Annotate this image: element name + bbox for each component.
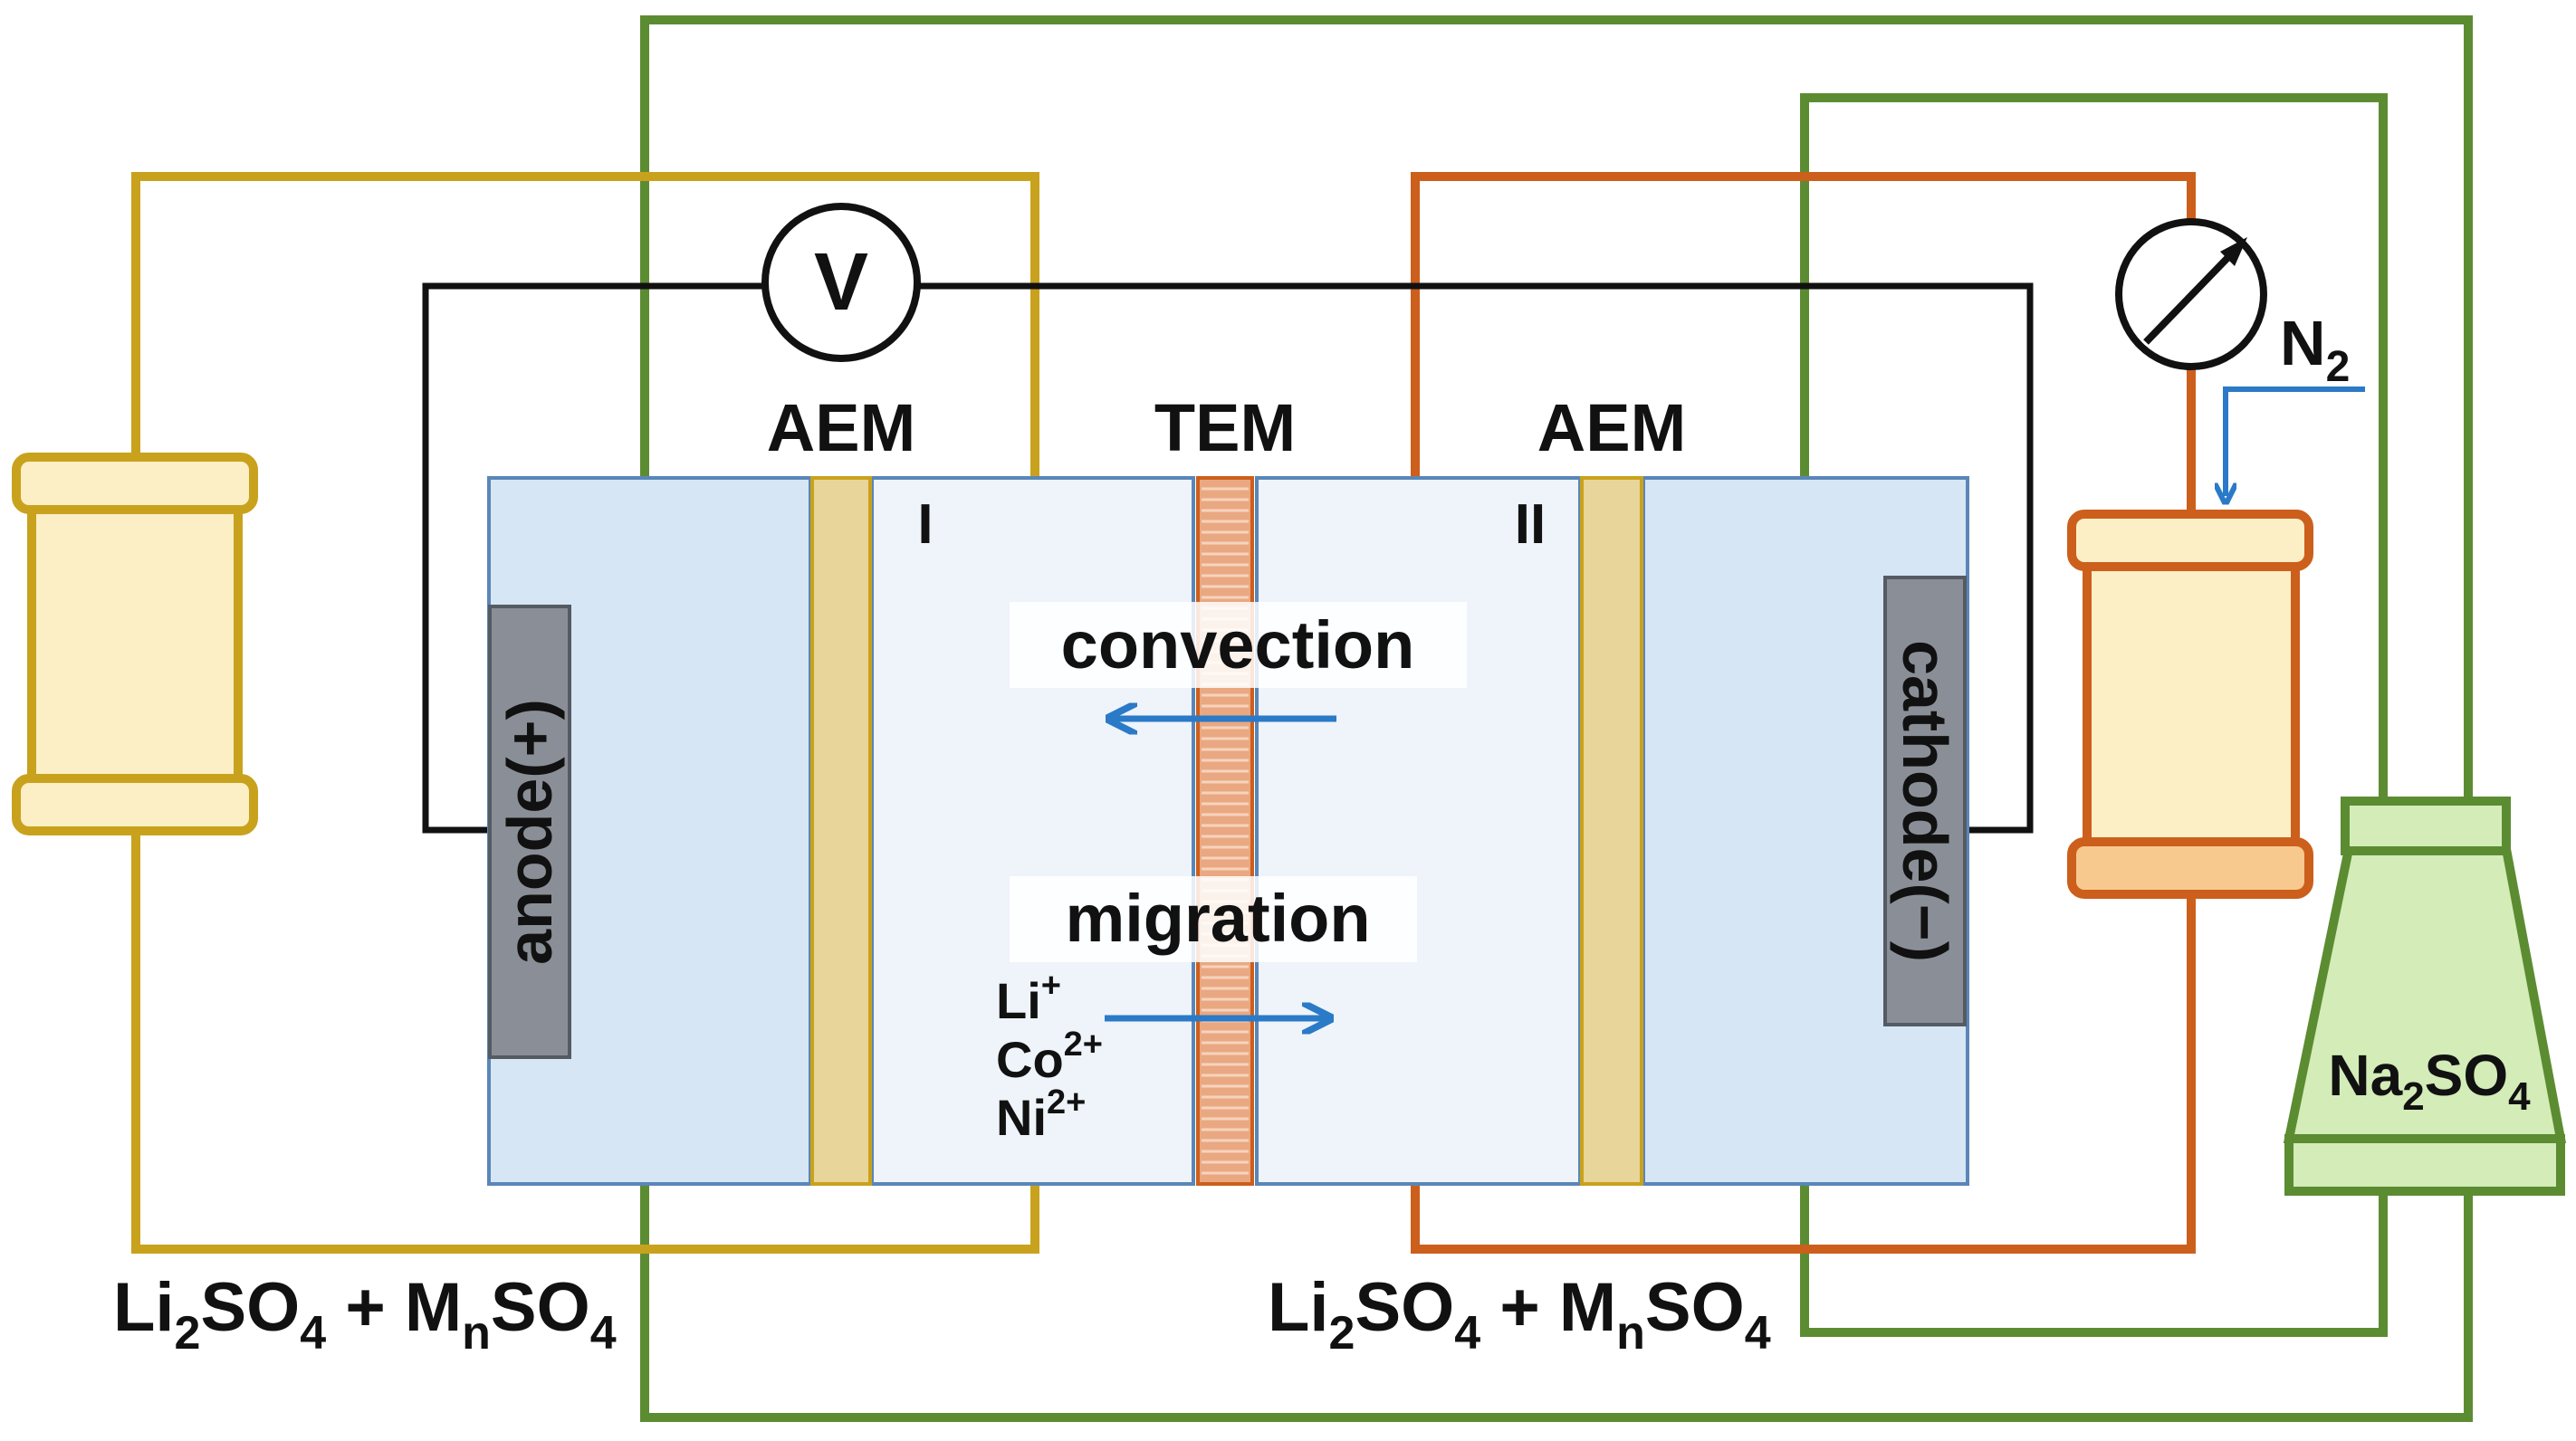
anode-electrode — [488, 605, 571, 1059]
circuit-wire-right — [917, 282, 2034, 834]
ion-co: Co2+ — [996, 1026, 1103, 1088]
left-reservoir-tank — [12, 453, 258, 835]
cathode-electrode — [1883, 576, 1967, 1026]
aem-right-membrane — [1580, 476, 1643, 1186]
voltmeter-label: V — [814, 237, 868, 328]
compartment-i — [870, 476, 1195, 1186]
ion-ni: Ni2+ — [996, 1083, 1086, 1146]
aem-right-label: AEM — [1537, 390, 1686, 465]
flowmeter-needle-tip — [2220, 237, 2247, 266]
migration-label: migration — [1065, 881, 1370, 956]
green-loop-outer — [640, 15, 2473, 801]
convection-label-bg — [1010, 602, 1467, 688]
electrolyte-left-label: Li2SO4 + MnSO4 — [113, 1269, 617, 1360]
compartment-i-label: I — [917, 493, 933, 556]
na2so4-label: Na2SO4 — [2328, 1043, 2531, 1119]
na2so4-reservoir — [2283, 797, 2567, 1196]
flowmeter-needle — [2143, 253, 2233, 345]
compartment-ii — [1255, 476, 1582, 1186]
voltmeter-icon — [761, 203, 921, 362]
circuit-wire-left — [422, 282, 765, 834]
gold-loop-top — [131, 172, 1039, 480]
migration-label-bg — [1010, 876, 1417, 962]
convection-label: convection — [1061, 607, 1415, 682]
n2-inlet-arrow — [2226, 386, 2365, 496]
ion-li: Li+ — [996, 967, 1061, 1029]
anode-label: anode(+) — [494, 699, 565, 965]
compartment-ii-label: II — [1515, 493, 1546, 556]
right-reservoir-tank — [2067, 510, 2313, 899]
cathode-label: cathode(−) — [1890, 640, 1960, 962]
electrolyte-right-label: Li2SO4 + MnSO4 — [1268, 1269, 1771, 1360]
orange-loop-bottom — [1411, 892, 2196, 1254]
n2-label: N2 — [2280, 308, 2350, 391]
tem-membrane — [1196, 476, 1254, 1186]
tem-label: TEM — [1154, 390, 1296, 465]
green-loop-outer-bottom — [640, 1182, 2473, 1422]
green-loop-inner-bottom — [1800, 1182, 2388, 1337]
gold-loop-bottom — [131, 819, 1039, 1254]
aem-left-membrane — [810, 476, 872, 1186]
aem-left-label: AEM — [767, 390, 915, 465]
